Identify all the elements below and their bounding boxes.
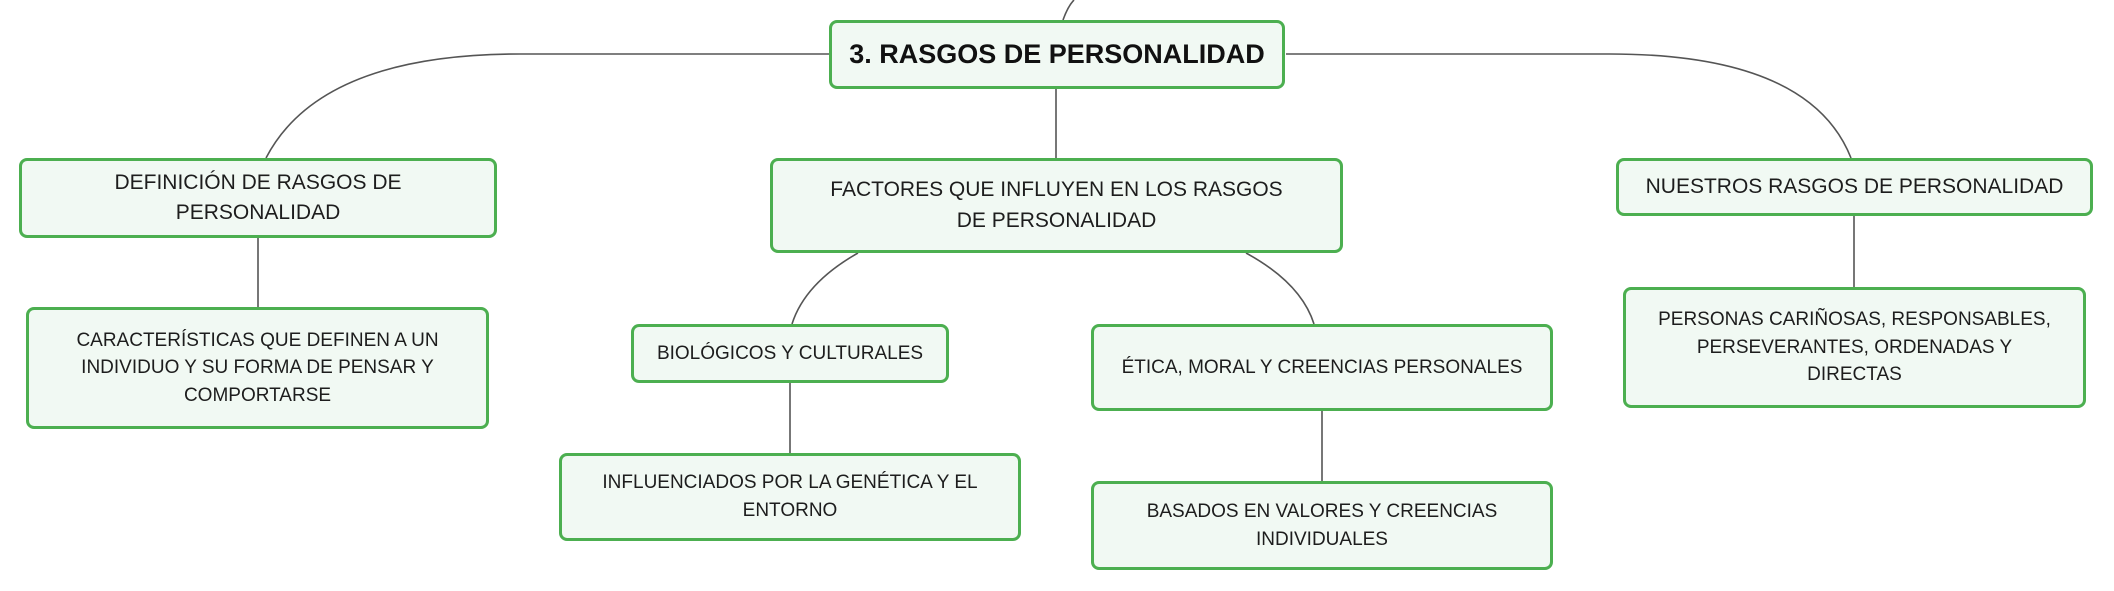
root-topic-node[interactable]: 3. RASGOS DE PERSONALIDAD <box>829 20 1285 89</box>
connector-factores-to-etica <box>1245 252 1315 325</box>
subtopic-biologicos-label: BIOLÓGICOS Y CULTURALES <box>656 342 924 364</box>
topic-nuestros-label: NUESTROS RASGOS DE PERSONALIDAD <box>1645 174 2064 198</box>
connector-root-to-definicion <box>265 53 829 159</box>
connector-root-to-nuestros <box>1286 53 1852 159</box>
subtopic-basados-label: BASADOS EN VALORES Y CREENCIAS INDIVIDUA… <box>1146 500 1498 550</box>
connector-factores-to-biologicos <box>791 252 859 325</box>
topic-definicion-node[interactable]: DEFINICIÓN DE RASGOS DE PERSONALIDAD <box>19 158 497 238</box>
topic-factores-node[interactable]: FACTORES QUE INFLUYEN EN LOS RASGOS DE P… <box>770 158 1343 253</box>
topic-nuestros-node[interactable]: NUESTROS RASGOS DE PERSONALIDAD <box>1616 158 2093 216</box>
subtopic-etica-node[interactable]: ÉTICA, MORAL Y CREENCIAS PERSONALES <box>1091 324 1553 411</box>
subtopic-influenciados-node[interactable]: INFLUENCIADOS POR LA GENÉTICA Y EL ENTOR… <box>559 453 1021 541</box>
connector-root-to-parent <box>1062 0 1075 21</box>
topic-definicion-label: DEFINICIÓN DE RASGOS DE PERSONALIDAD <box>114 170 402 224</box>
subtopic-influenciados-label: INFLUENCIADOS POR LA GENÉTICA Y EL ENTOR… <box>602 472 978 521</box>
subtopic-basados-node[interactable]: BASADOS EN VALORES Y CREENCIAS INDIVIDUA… <box>1091 481 1553 570</box>
subtopic-caracteristicas-label: CARACTERÍSTICAS QUE DEFINEN A UN INDIVID… <box>76 329 439 406</box>
subtopic-biologicos-node[interactable]: BIOLÓGICOS Y CULTURALES <box>631 324 949 383</box>
subtopic-personas-node[interactable]: PERSONAS CARIÑOSAS, RESPONSABLES, PERSEV… <box>1623 287 2086 408</box>
subtopic-personas-label: PERSONAS CARIÑOSAS, RESPONSABLES, PERSEV… <box>1658 309 2051 386</box>
subtopic-etica-label: ÉTICA, MORAL Y CREENCIAS PERSONALES <box>1121 356 1523 378</box>
root-topic-label: 3. RASGOS DE PERSONALIDAD <box>849 38 1265 69</box>
topic-factores-label: FACTORES QUE INFLUYEN EN LOS RASGOS DE P… <box>830 178 1283 232</box>
subtopic-caracteristicas-node[interactable]: CARACTERÍSTICAS QUE DEFINEN A UN INDIVID… <box>26 307 489 429</box>
